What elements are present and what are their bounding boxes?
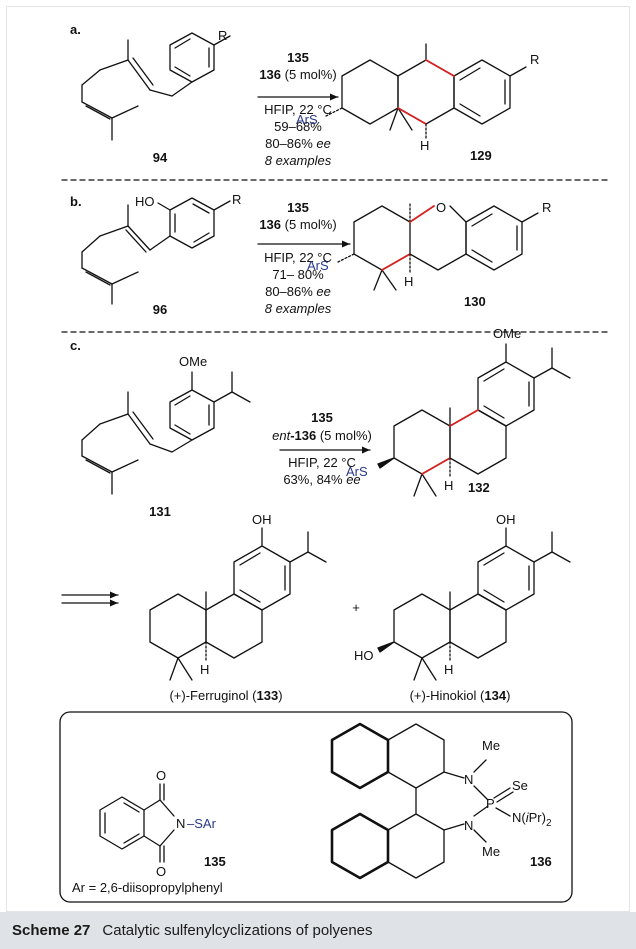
hydroxyl-134: OH bbox=[496, 512, 516, 527]
scheme-frame bbox=[6, 6, 630, 912]
sar-group: –SAr bbox=[187, 816, 217, 831]
methyl-top: Me bbox=[482, 738, 500, 753]
compound-130-label: 130 bbox=[464, 294, 486, 309]
panel-b-label: b. bbox=[70, 194, 82, 209]
hydroxyl-133: OH bbox=[252, 512, 272, 527]
caption-text: Catalytic sulfenylcyclizations of polyen… bbox=[102, 922, 373, 939]
yield-ee-c: 63%, 84% ee bbox=[283, 472, 360, 487]
substituent-r-94: R bbox=[218, 28, 227, 43]
ars-129: ArS bbox=[296, 112, 318, 127]
methoxy-131: OMe bbox=[179, 354, 207, 369]
compound-131-label: 131 bbox=[149, 504, 171, 519]
conditions-b: HFIP, 22 °C bbox=[264, 250, 332, 265]
compound-132-label: 132 bbox=[468, 480, 490, 495]
methyl-bottom: Me bbox=[482, 844, 500, 859]
h-132: H bbox=[444, 478, 453, 493]
diisopropylamino: N(iPr)2 bbox=[512, 810, 552, 829]
reagent-135-c: 135 bbox=[311, 410, 333, 425]
panel-c-label: c. bbox=[70, 338, 81, 353]
h-134: H bbox=[444, 662, 453, 677]
carbonyl-o-top: O bbox=[156, 768, 166, 783]
ar-definition: Ar = 2,6-diisopropylphenyl bbox=[72, 880, 223, 895]
substituent-r-130: R bbox=[542, 200, 551, 215]
caption-label: Scheme 27 bbox=[12, 922, 91, 939]
compound-94-structure bbox=[81, 32, 231, 141]
oxygen-130: O bbox=[436, 200, 446, 215]
panel-a-label: a. bbox=[70, 22, 81, 37]
reagent-136-a: 136 (5 mol%) bbox=[259, 67, 336, 82]
catalyst-136-box-label: 136 bbox=[530, 854, 552, 869]
reagent-135-box-label: 135 bbox=[204, 854, 226, 869]
compound-96-label: 96 bbox=[153, 302, 167, 317]
substituent-r-96: R bbox=[232, 192, 241, 207]
reagent-135-b: 135 bbox=[287, 200, 309, 215]
compound-130-structure bbox=[337, 203, 539, 291]
ars-130: ArS bbox=[307, 258, 329, 273]
selenium: Se bbox=[512, 778, 528, 793]
methoxy-132: OMe bbox=[493, 326, 521, 341]
hinokiol-134-structure bbox=[377, 527, 571, 681]
hydroxyl-134-ringA: HO bbox=[354, 648, 374, 663]
examples-a: 8 examples bbox=[265, 153, 332, 168]
amine-n-top: N bbox=[464, 772, 473, 787]
hinokiol-name: (+)-Hinokiol (134) bbox=[410, 688, 511, 703]
compound-132-structure bbox=[377, 343, 571, 497]
ars-132: ArS bbox=[346, 464, 368, 479]
carbonyl-o-bottom: O bbox=[156, 864, 166, 879]
imide-n: N bbox=[176, 816, 185, 831]
ferruginol-name: (+)-Ferruginol (133) bbox=[169, 688, 282, 703]
hydroxyl-96: HO bbox=[135, 194, 155, 209]
compound-96-structure bbox=[81, 197, 231, 305]
reagent-136-b: 136 (5 mol%) bbox=[259, 217, 336, 232]
compound-129-label: 129 bbox=[470, 148, 492, 163]
ee-a: 80–86% ee bbox=[265, 136, 331, 151]
phosphorus: P bbox=[486, 796, 495, 811]
ferruginol-133-structure bbox=[149, 527, 327, 681]
h-130: H bbox=[404, 274, 413, 289]
conditions-a: HFIP, 22 °C bbox=[264, 102, 332, 117]
reagent-box bbox=[59, 711, 573, 903]
reagent-136-c: ent-136 (5 mol%) bbox=[272, 428, 372, 443]
amine-n-bottom: N bbox=[464, 818, 473, 833]
reagent-135-a: 135 bbox=[287, 50, 309, 65]
conditions-c: HFIP, 22 °C bbox=[288, 455, 356, 470]
yield-b: 71– 80% bbox=[272, 267, 324, 282]
yield-a: 59–68% bbox=[274, 119, 322, 134]
scheme-caption: Scheme 27 Catalytic sulfenylcyclizations… bbox=[0, 912, 636, 949]
reaction-scheme: a. R 135 136 (5 mol%) HFIP, 22 °C 59–68%… bbox=[59, 22, 611, 903]
ee-b: 80–86% ee bbox=[265, 284, 331, 299]
compound-129-structure bbox=[325, 43, 527, 139]
plus-sign: + bbox=[352, 600, 360, 615]
catalyst-136-structure bbox=[330, 722, 514, 880]
compound-131-structure bbox=[81, 371, 251, 495]
h-133: H bbox=[200, 662, 209, 677]
reagent-135-structure bbox=[99, 783, 175, 863]
compound-94-label: 94 bbox=[153, 150, 168, 165]
h-129: H bbox=[420, 138, 429, 153]
substituent-r-129: R bbox=[530, 52, 539, 67]
examples-b: 8 examples bbox=[265, 301, 332, 316]
